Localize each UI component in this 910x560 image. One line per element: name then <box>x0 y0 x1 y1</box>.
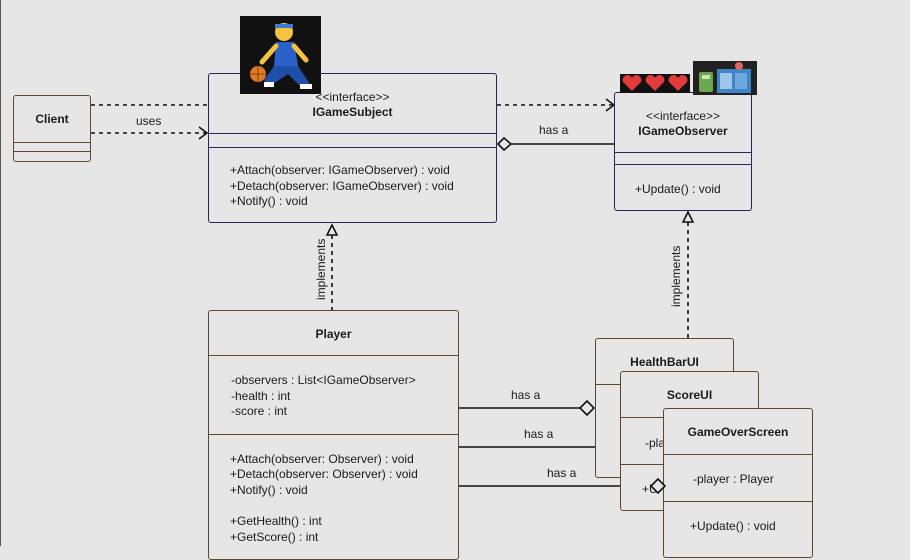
igamesubject-name: IGameSubject <box>312 105 393 119</box>
igameobserver-method: +Update() : void <box>635 182 721 196</box>
hearts-icon <box>620 74 690 93</box>
player-method: +GetHealth() : int <box>230 514 322 528</box>
player-method: +Detach(observer: Observer) : void <box>230 467 418 481</box>
aggregation-diamond-1 <box>578 399 596 417</box>
uses-label: uses <box>136 114 161 128</box>
igameobserver-name: IGameObserver <box>638 124 728 138</box>
gameoverscreen-divider-1 <box>664 454 812 455</box>
gameoverscreen-attribute: -player : Player <box>693 472 774 486</box>
canvas-edge <box>0 0 1 546</box>
person-bouncing-ball-icon <box>240 16 321 94</box>
player-method: +Notify() : void <box>230 483 308 497</box>
player-divider-2 <box>209 434 458 435</box>
gameoverscreen-class-name: GameOverScreen <box>687 425 789 439</box>
player-method: +Attach(observer: Observer) : void <box>230 452 414 466</box>
igamesubject-divider-1 <box>209 133 496 134</box>
igameobserver-stereotype: <<interface>> <box>645 109 721 123</box>
scoreui-attribute: -pla <box>645 436 666 450</box>
player-class[interactable]: Player -observers : List<IGameObserver> … <box>208 310 459 560</box>
has-a-label-top: has a <box>539 123 569 137</box>
has-a-label-3: has a <box>547 466 577 480</box>
implements-triangle-right <box>681 210 695 223</box>
igameobserver-interface[interactable]: <<interface>> IGameObserver +Update() : … <box>614 92 752 211</box>
player-attribute: -observers : List<IGameObserver> <box>231 373 416 387</box>
has-a-label-2: has a <box>524 427 554 441</box>
igamesubject-method: +Detach(observer: IGameObserver) : void <box>230 179 454 193</box>
igamesubject-divider-2 <box>209 147 496 148</box>
client-divider-1 <box>14 142 90 143</box>
healthbarui-class-name: HealthBarUI <box>630 355 699 369</box>
client-class[interactable]: Client <box>13 95 91 162</box>
client-class-name: Client <box>35 112 69 126</box>
player-method: +GetScore() : int <box>230 530 319 544</box>
client-arrowhead <box>198 126 209 140</box>
gameoverscreen-divider-2 <box>664 501 812 502</box>
gameoverscreen-method: +Update() : void <box>690 519 776 533</box>
gameoverscreen-class[interactable]: GameOverScreen -player : Player +Update(… <box>663 408 813 558</box>
aggregation-diamond-3 <box>649 477 667 495</box>
player-attribute: -score : int <box>231 404 288 418</box>
implements-triangle-left <box>325 223 339 236</box>
aggregation-diamond-top <box>496 136 513 152</box>
implements-label-left: implements <box>314 239 328 300</box>
igameobserver-divider-1 <box>615 152 751 153</box>
scoreui-class-name: ScoreUI <box>666 388 713 402</box>
game-ui-icon <box>693 61 757 95</box>
relationship-lines: uses has a implements implements has a h… <box>91 98 695 487</box>
igamesubject-interface[interactable]: <<interface>> IGameSubject +Attach(obser… <box>208 73 497 223</box>
has-a-label-1: has a <box>511 388 541 402</box>
player-class-name: Player <box>315 327 352 341</box>
igamesubject-method: +Attach(observer: IGameObserver) : void <box>230 163 450 177</box>
player-attribute: -health : int <box>231 389 291 403</box>
igamesubject-stereotype: <<interface>> <box>315 90 390 104</box>
igamesubject-method: +Notify() : void <box>230 194 308 208</box>
player-divider-1 <box>209 355 458 356</box>
implements-label-right: implements <box>669 246 683 307</box>
client-divider-2 <box>14 151 90 152</box>
igameobserver-divider-2 <box>615 164 751 165</box>
